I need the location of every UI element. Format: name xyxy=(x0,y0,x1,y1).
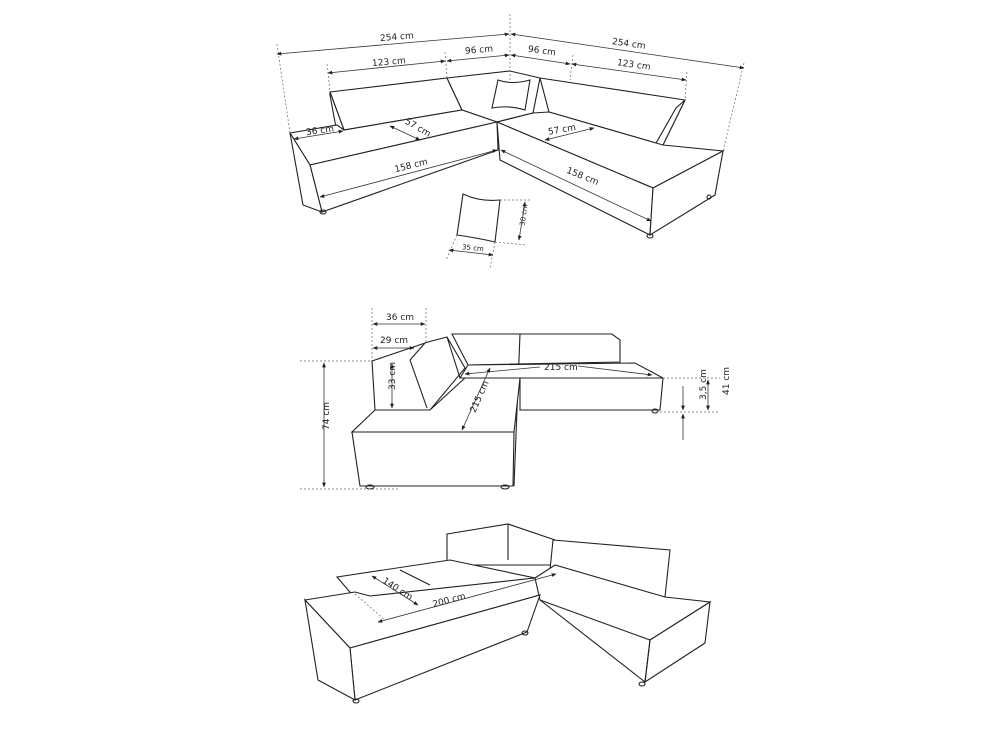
dim-corner-left: 96 cm xyxy=(465,44,494,56)
dim-total-height: 74 cm xyxy=(322,402,332,430)
dim-arm-top: 29 cm xyxy=(380,336,408,346)
dim-total-left: 254 cm xyxy=(380,31,415,44)
dim-seat-depth-right: 57 cm xyxy=(547,123,576,138)
bed-view-drawing xyxy=(303,523,712,704)
dim-arm-height: 33 cm xyxy=(388,362,398,390)
dim-leg-height: 3,5 cm xyxy=(699,369,709,400)
dim-total-right: 254 cm xyxy=(611,37,646,52)
dim-back-right: 123 cm xyxy=(616,58,651,73)
dim-cushion-width: 35 cm xyxy=(462,243,485,253)
top-view-drawing xyxy=(276,14,745,269)
top-view-labels: 254 cm 254 cm 123 cm 96 cm 96 cm 123 cm … xyxy=(306,31,652,253)
dim-corner-right: 96 cm xyxy=(527,45,556,59)
dim-back-left: 123 cm xyxy=(372,56,407,69)
dim-seat-height: 41 cm xyxy=(722,367,732,395)
dim-cushion-height: 30 cm xyxy=(519,203,530,226)
side-view-drawing xyxy=(300,308,720,490)
dim-arm-depth: 36 cm xyxy=(386,313,414,323)
dim-length: 215 cm xyxy=(544,363,578,373)
dim-arm-width: 36 cm xyxy=(306,124,335,138)
